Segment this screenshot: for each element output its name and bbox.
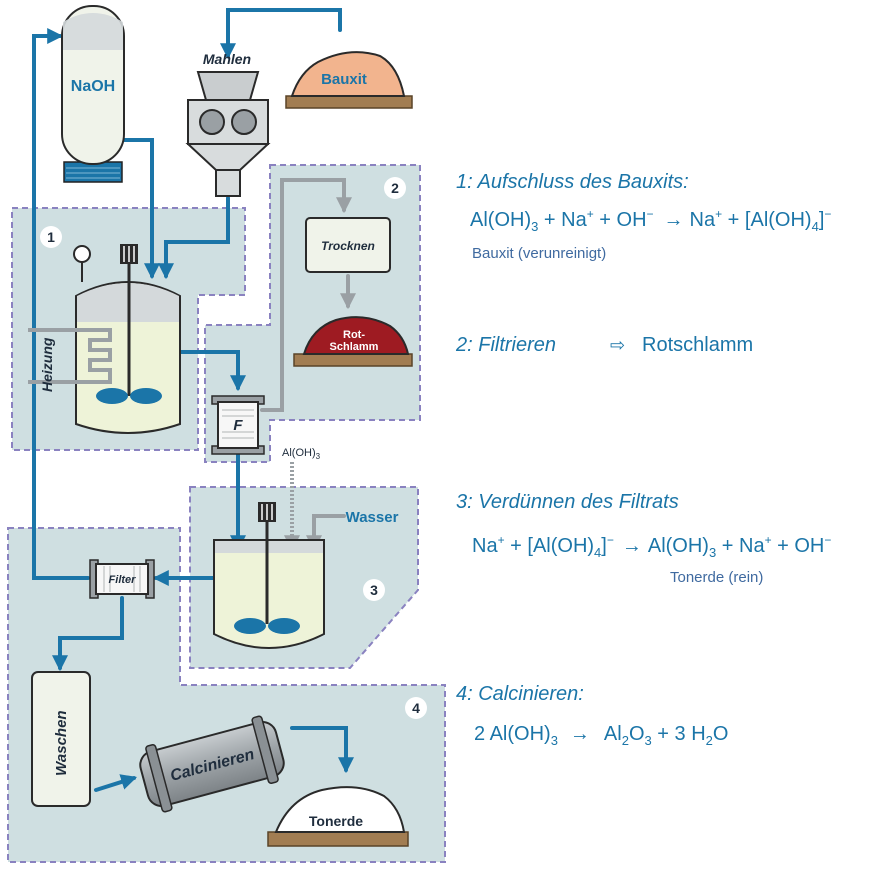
step-3-equation: Na+ + [Al(OH)4]−→Al(OH)3 + Na+ + OH− <box>472 533 831 560</box>
calciner: Calcinieren <box>139 715 285 813</box>
grey-pipes <box>260 178 356 552</box>
naoh-label: NaOH <box>71 78 115 95</box>
wasser-pipe <box>306 514 346 552</box>
bauxite-pile: Bauxit <box>285 51 413 109</box>
zone-2-badge <box>384 177 406 199</box>
tonerde-ground <box>267 831 409 847</box>
zone-3-number: 3 <box>370 582 378 598</box>
heizung-label: Heizung <box>39 337 55 392</box>
mill-funnel <box>185 143 271 171</box>
zone-1-number: 1 <box>47 229 55 245</box>
red-mud-ground <box>293 353 413 367</box>
bauxit-label: Bauxit <box>321 71 367 88</box>
rotschlamm-label-1: Rot- <box>343 329 365 341</box>
zone-numbers: 1 2 3 4 <box>40 177 427 719</box>
calciner-drum <box>139 720 285 808</box>
step-2-heading: 2: Filtrieren <box>455 334 556 356</box>
step-2-result: Rotschlamm <box>642 334 753 356</box>
bauxite-to-mill-pipe <box>220 8 342 60</box>
zone-4-badge <box>405 697 427 719</box>
heating-coil <box>28 328 112 384</box>
step-4-heading: 4: Calcinieren: <box>456 683 584 705</box>
wasser-label: Wasser <box>346 509 399 526</box>
zone-4-number: 4 <box>412 700 420 716</box>
filter-f-label: F <box>233 417 243 434</box>
pipes <box>32 8 354 792</box>
filter2-to-washer-pipe <box>52 596 124 672</box>
calciner-to-product-pipe <box>290 726 354 774</box>
bauxite-heap <box>290 51 406 97</box>
step-1-equation: Al(OH)3 + Na+ + OH−→Na+ + [Al(OH)4]− <box>470 207 831 234</box>
filter-2: Filter <box>89 559 155 599</box>
diluter-vessel <box>213 539 325 649</box>
naoh-recycle-pipe <box>32 28 90 580</box>
step-3-heading: 3: Verdünnen des Filtrats <box>456 491 679 513</box>
mill-roller-right <box>231 109 257 135</box>
trocknen-label: Trocknen <box>321 239 375 253</box>
filter-2-label: Filter <box>109 574 137 586</box>
mill-to-reactor-pipe <box>158 196 230 280</box>
reactor-to-filter-pipe <box>178 350 246 392</box>
diluter-blade-right <box>268 618 300 634</box>
mahlen-label: Mahlen <box>203 51 251 67</box>
stirrer-blade-right <box>130 388 162 404</box>
step-1-note: Bauxit (verunreinigt) <box>472 245 606 262</box>
tonerde-label: Tonerde <box>309 813 363 829</box>
red-mud-heap <box>302 316 410 355</box>
filter-2-body <box>95 563 149 595</box>
step-1-heading: 1: Aufschluss des Bauxits: <box>456 171 689 193</box>
mill-roller-left <box>199 109 225 135</box>
waschen-label: Waschen <box>53 710 70 776</box>
rotschlamm-label-2: Schlamm <box>330 341 379 353</box>
tonerde-pile: Tonerde <box>267 786 409 847</box>
naoh-to-reactor-pipe <box>110 138 160 280</box>
mill: Mahlen <box>185 51 271 197</box>
mill-outlet <box>215 169 241 197</box>
step-4-equation: 2 Al(OH)3→Al2O3 + 3 H2O <box>474 723 728 748</box>
aloh3-feed-label: Al(OH)3 <box>282 447 321 461</box>
washer-to-calciner-pipe <box>94 774 138 792</box>
diluter: Wasser <box>213 502 399 649</box>
zone-4 <box>7 527 446 863</box>
filter-f: F <box>211 395 265 455</box>
zone-1-badge <box>40 226 62 248</box>
filter-to-dryer-pipe <box>260 178 352 412</box>
step-2-arrow: ⇨ <box>610 335 625 355</box>
dryer: Trocknen <box>305 217 391 273</box>
zone-2-number: 2 <box>391 180 399 196</box>
tonerde-heap <box>274 786 406 833</box>
stirrer-blade-left <box>96 388 128 404</box>
step-3-note: Tonerde (rein) <box>670 569 763 586</box>
zone-3-badge <box>363 579 385 601</box>
diluter-blade-left <box>234 618 266 634</box>
mill-hopper <box>196 71 260 101</box>
reaction-steps: 1: Aufschluss des Bauxits: Al(OH)3 + Na+… <box>455 171 831 748</box>
bauxite-ground <box>285 95 413 109</box>
dryer-box <box>305 217 391 273</box>
reactor: Heizung <box>28 244 181 434</box>
pressure-gauge <box>73 245 91 263</box>
washer-box <box>31 671 91 807</box>
naoh-tank: NaOH <box>61 5 125 183</box>
red-mud-pile: Rot- Schlamm <box>293 316 413 367</box>
washer: Waschen <box>31 671 91 807</box>
